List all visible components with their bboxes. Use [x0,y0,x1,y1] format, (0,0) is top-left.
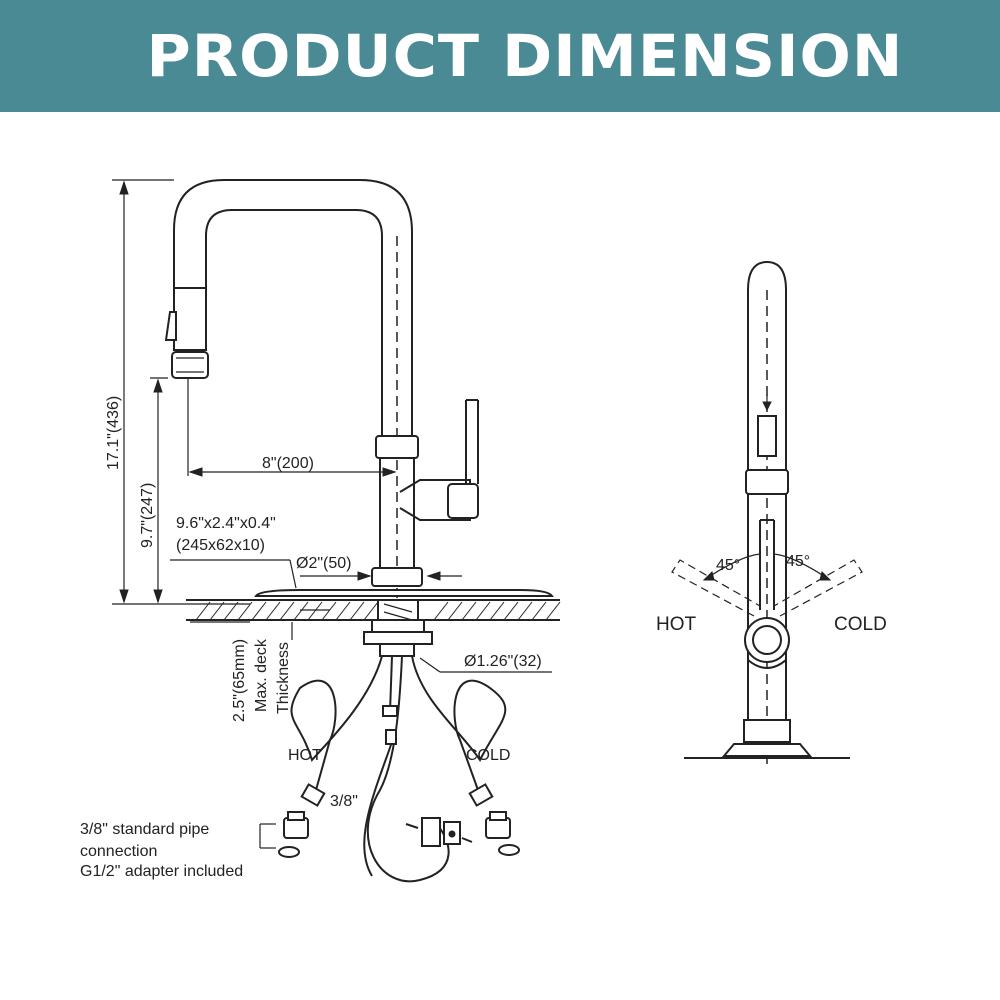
hatch-mark [293,601,309,621]
connection-note-line1: 3/8" standard pipe [80,821,209,838]
hatch-mark [433,601,449,621]
deck-plate-mm-label: (245x62x10) [176,537,265,554]
side-view-faucet [164,179,554,600]
page-title: PRODUCT DIMENSION [146,22,904,90]
hatch-mark [265,601,281,621]
hatch-mark [461,601,477,621]
hose-hot-label: HOT [288,747,322,764]
front-cold-label: COLD [834,614,887,635]
connection-note-line3: G1/2" adapter included [80,863,243,880]
hatch-mark [447,601,463,621]
connection-note-line2: connection [80,843,157,860]
hatch-mark [209,601,225,621]
hatch-mark [545,601,561,621]
hatch-mark [475,601,491,621]
hatch-mark [195,601,211,621]
hose-cold-label: COLD [466,747,510,764]
angle-right-label: 45° [786,553,810,570]
counter-deck [186,599,561,621]
spout-height-label: 9.7"(247) [139,483,156,548]
supply-hoses [290,655,507,883]
hatch-mark [223,601,239,621]
hatch-mark [237,601,253,621]
hatch-mark [335,601,351,621]
adapters-included [278,811,520,858]
angle-left-label: 45° [716,557,740,574]
hatch-mark [363,601,379,621]
hatch-mark [517,601,533,621]
total-height-label: 17.1"(436) [105,396,122,470]
base-diameter-label: Ø2"(50) [296,555,351,572]
hatch-mark [489,601,505,621]
hatch-mark [321,601,337,621]
product-dimension-drawing: 17.1"(436) 9.7"(247) 8"(200) 9.6"x2.4"x0… [80,179,887,883]
mounting-shank [363,599,433,657]
reach-label: 8"(200) [262,455,314,472]
shank-diameter-label: Ø1.26"(32) [464,653,542,670]
hatch-mark [279,601,295,621]
hatch-mark [307,601,323,621]
hose-size-label: 3/8" [330,793,358,810]
dimension-lines [112,179,552,849]
front-hot-label: HOT [656,614,697,635]
deck-thickness-value-label: 2.5"(65mm) [231,639,248,722]
hatch-mark [503,601,519,621]
hatch-mark [251,601,267,621]
hatch-mark [531,601,547,621]
front-view-faucet [671,260,863,770]
hatch-mark [349,601,365,621]
deck-thickness-line2-label: Thickness [275,642,292,714]
deck-plate-size-label: 9.6"x2.4"x0.4" [176,515,276,532]
header-banner: PRODUCT DIMENSION [0,0,1000,112]
deck-thickness-line1-label: Max. deck [253,638,270,712]
